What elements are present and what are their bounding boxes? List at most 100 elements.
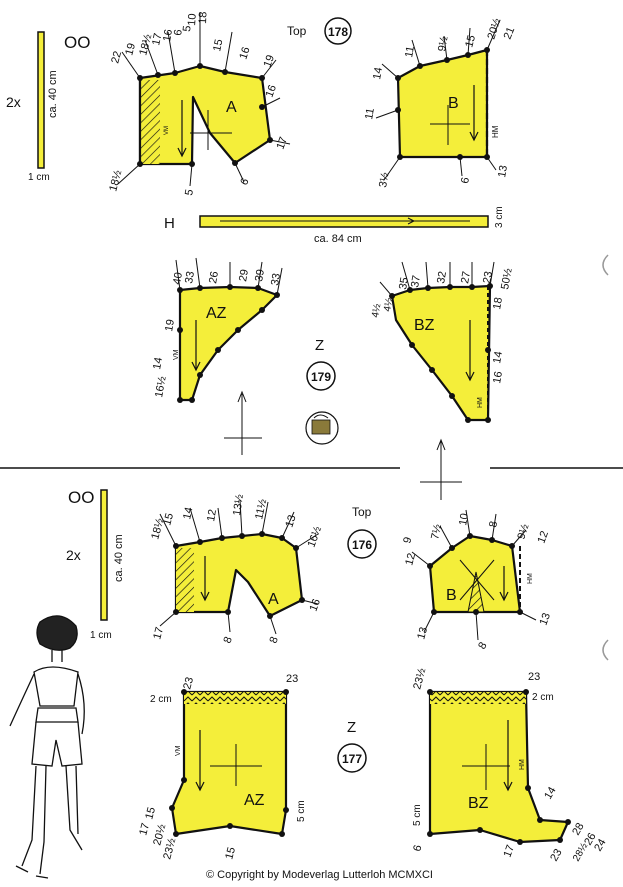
svg-text:6: 6: [459, 176, 472, 184]
svg-text:8: 8: [476, 640, 489, 651]
model-number-176: 176: [347, 529, 377, 559]
svg-text:40: 40: [171, 271, 185, 285]
pattern-piece-b-176: B HM 12 9 7½ 10 8 9½ 12 13 8 13: [401, 509, 553, 652]
svg-text:9½: 9½: [436, 35, 450, 52]
svg-text:HM: HM: [527, 573, 534, 584]
svg-text:26: 26: [582, 831, 599, 848]
top-label: Top: [287, 24, 307, 38]
svg-text:39: 39: [253, 268, 267, 282]
svg-text:VM: VM: [173, 349, 180, 360]
strap-piece-lower: 2x ca. 40 cm 1 cm: [66, 489, 125, 641]
pattern-piece-az-179: AZ VM 40 33 26 29 39 33 19 14 16½: [151, 257, 283, 403]
svg-text:35: 35: [397, 276, 411, 290]
svg-text:17: 17: [502, 843, 517, 859]
svg-text:HM: HM: [477, 397, 484, 408]
svg-text:6: 6: [411, 844, 424, 853]
pattern-piece-b-178: B HM 14 11 9½ 11 15 20½ 21 13 6 3½: [363, 17, 517, 189]
section-divider: [0, 438, 623, 500]
svg-text:19: 19: [262, 53, 277, 69]
svg-text:17: 17: [151, 626, 166, 641]
svg-text:11½: 11½: [253, 498, 269, 521]
svg-text:15: 15: [161, 512, 176, 527]
svg-text:16: 16: [161, 28, 175, 42]
svg-text:11: 11: [403, 45, 417, 58]
svg-text:8: 8: [222, 635, 235, 645]
svg-text:23: 23: [528, 671, 540, 683]
svg-text:23: 23: [481, 270, 495, 284]
svg-text:HM: HM: [519, 759, 526, 770]
piece-bz-label: BZ: [414, 317, 435, 334]
registration-cross: [224, 390, 262, 455]
svg-text:18: 18: [491, 296, 505, 310]
svg-text:2 cm: 2 cm: [532, 692, 554, 703]
svg-text:12: 12: [536, 529, 551, 545]
model-number-179: 179: [306, 361, 336, 391]
svg-text:16½: 16½: [306, 525, 325, 549]
fashion-figure-illustration: [9, 615, 85, 879]
svg-text:28: 28: [570, 821, 587, 838]
svg-text:11: 11: [363, 107, 377, 120]
svg-text:9½: 9½: [515, 523, 531, 541]
binder-hole-upper: [602, 254, 609, 276]
band-piece-h: H ca. 84 cm 3 cm: [164, 206, 505, 245]
svg-text:23½: 23½: [161, 837, 178, 861]
svg-text:19: 19: [123, 42, 138, 57]
svg-text:50½: 50½: [499, 267, 515, 290]
svg-text:17: 17: [137, 822, 152, 837]
svg-text:23: 23: [286, 673, 298, 685]
svg-text:179: 179: [311, 370, 331, 384]
svg-text:16: 16: [264, 83, 279, 99]
binder-hole-lower: [602, 639, 609, 661]
pattern-piece-a-178: A VM 22 19 18½ 17 16 6 5 10 18 15 16 19 …: [107, 11, 291, 197]
band-width-label: 3 cm: [494, 206, 505, 228]
svg-text:4½: 4½: [382, 296, 395, 312]
model-number-177: 177: [337, 743, 367, 773]
svg-text:13: 13: [415, 626, 430, 641]
svg-text:16: 16: [491, 370, 505, 384]
piece-b-label: B: [448, 95, 459, 112]
svg-text:16: 16: [308, 597, 323, 613]
svg-text:16: 16: [237, 46, 252, 61]
piece-a-label: A: [226, 99, 237, 116]
svg-text:27: 27: [459, 270, 473, 284]
strap-width-label: 1 cm: [28, 172, 50, 183]
svg-text:4½: 4½: [370, 302, 383, 318]
piece-az-177-label: AZ: [244, 792, 265, 809]
strap-piece-upper: 2x ca. 40 cm 1 cm OO: [6, 31, 90, 183]
svg-text:18½: 18½: [137, 33, 154, 57]
svg-text:19: 19: [163, 318, 177, 332]
top-label-lower: Top: [352, 505, 372, 519]
svg-text:14: 14: [371, 66, 385, 80]
svg-text:5 cm: 5 cm: [412, 804, 423, 826]
svg-text:22: 22: [109, 50, 124, 65]
strap-count-label: 2x: [6, 94, 21, 110]
svg-text:5: 5: [183, 188, 196, 196]
scissors-icon: [305, 411, 339, 445]
svg-text:1 cm: 1 cm: [90, 630, 112, 641]
piece-a-176-label: A: [268, 591, 279, 608]
svg-text:14: 14: [181, 506, 195, 520]
band-letter: H: [164, 215, 175, 232]
svg-text:VM: VM: [164, 126, 170, 135]
size-label-lower: OO: [68, 488, 94, 507]
svg-text:12: 12: [205, 508, 219, 522]
svg-text:ca. 40 cm: ca. 40 cm: [113, 534, 125, 582]
piece-bz-177-label: BZ: [468, 795, 489, 812]
svg-text:13½: 13½: [231, 494, 246, 517]
svg-text:14: 14: [542, 785, 559, 802]
svg-text:13: 13: [283, 514, 298, 529]
svg-text:10: 10: [457, 512, 471, 526]
svg-text:VM: VM: [175, 745, 182, 756]
svg-text:15: 15: [143, 806, 158, 821]
svg-text:8: 8: [487, 520, 500, 528]
svg-text:2x: 2x: [66, 547, 81, 563]
svg-text:14: 14: [151, 356, 165, 370]
svg-text:24: 24: [592, 837, 609, 854]
pattern-piece-a-176: A 18½ 15 14 12 13½ 11½ 13 16½ 16 8 8 17: [149, 494, 324, 645]
svg-text:23: 23: [548, 847, 565, 864]
lower-section: OO 2x ca. 40 cm 1 cm A: [9, 488, 609, 879]
svg-text:20½: 20½: [151, 823, 168, 847]
svg-text:15: 15: [463, 34, 478, 49]
strap-length-label: ca. 40 cm: [47, 70, 59, 118]
svg-text:5: 5: [181, 25, 194, 32]
